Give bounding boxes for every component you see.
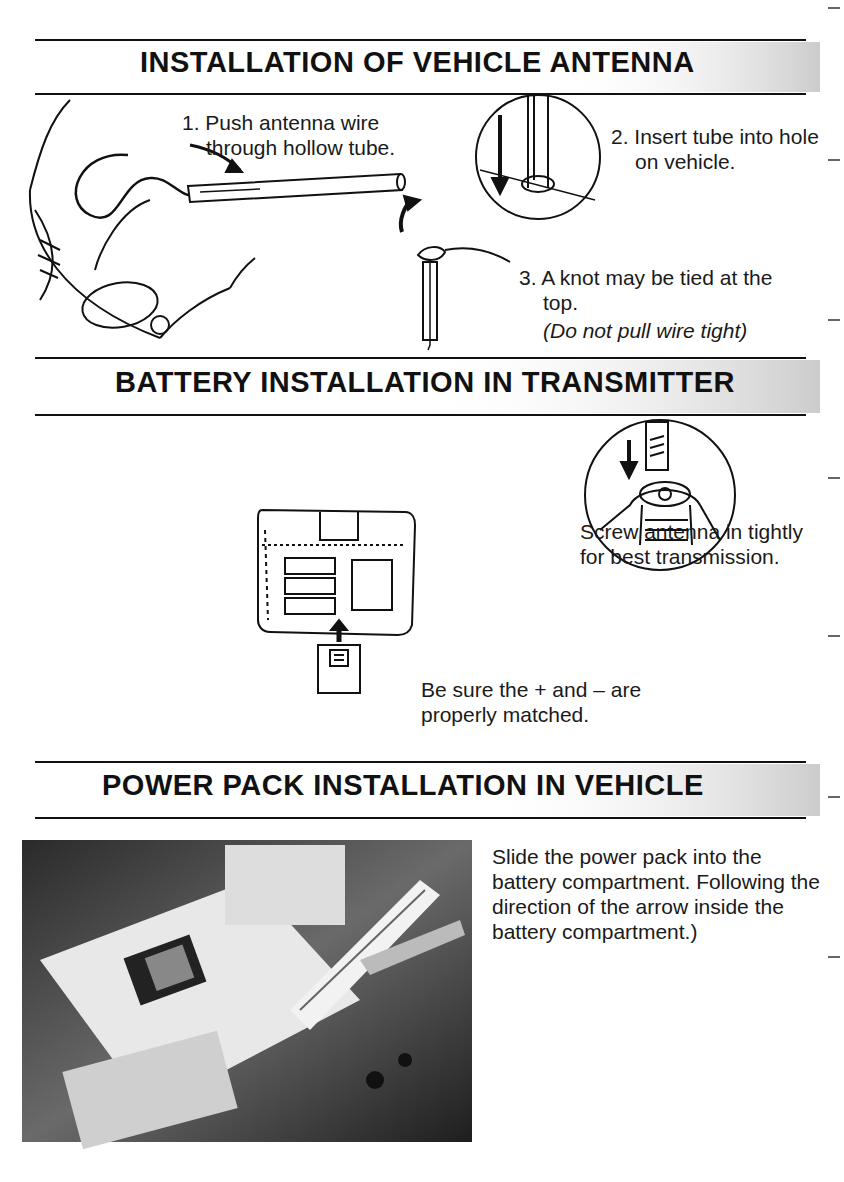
note-text: (Do not pull wire tight): [543, 318, 803, 343]
transmitter-drawing: [258, 510, 415, 693]
step-text: 1. Push antenna wire through hollow tube…: [182, 110, 446, 160]
car-drawing: [30, 100, 405, 338]
knot-drawing: [401, 196, 510, 350]
section-heading: INSTALLATION OF VEHICLE ANTENNA: [140, 46, 695, 79]
section-heading: BATTERY INSTALLATION IN TRANSMITTER: [115, 366, 735, 399]
step-text: 3. A knot may be tied at the top.: [519, 265, 803, 315]
instruction-text: Be sure the + and – are properly matched…: [421, 677, 691, 727]
section-heading: POWER PACK INSTALLATION IN VEHICLE: [102, 769, 704, 802]
instruction-text: Screw antenna in tightly for best transm…: [580, 519, 820, 569]
instruction-text: Slide the power pack into the battery co…: [492, 844, 827, 944]
power-pack-photo: [22, 840, 472, 1149]
margin-ticks: [828, 8, 840, 957]
step-text: 2. Insert tube into hole on vehicle.: [611, 124, 835, 174]
hole-detail: [476, 95, 600, 219]
